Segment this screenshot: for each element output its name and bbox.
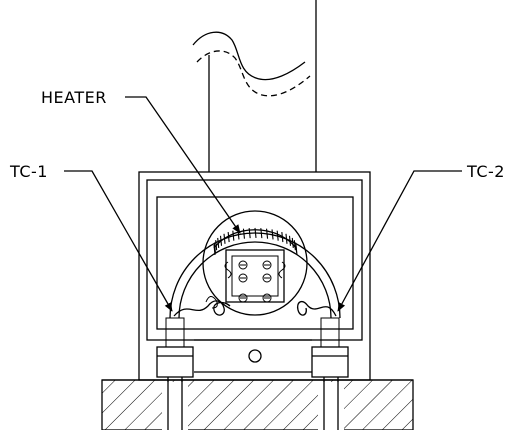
heater-coil-turn: [281, 232, 284, 243]
heater-coil-turn: [223, 233, 226, 244]
heater-coil-turn: [248, 228, 251, 239]
heater-coil-turn: [215, 240, 218, 251]
heater-coil-turn: [254, 227, 257, 239]
heater-coil-turn: [276, 230, 279, 241]
label-heater: HEATER: [41, 88, 107, 107]
heater-coil-turn: [291, 237, 294, 248]
heater-coil-turn: [227, 232, 230, 243]
heater-coil-turn: [266, 228, 269, 239]
heater-coil-turn: [242, 228, 245, 239]
thermocouple-wires: [173, 296, 337, 317]
heater-coil-turn: [288, 235, 292, 246]
center-body: [194, 339, 312, 373]
heater-coil-turn: [217, 237, 220, 248]
leader-tc2: [337, 170, 462, 312]
heater-coil-turn: [213, 242, 216, 253]
support-tube: [192, 0, 317, 172]
heater-coil-turn: [213, 244, 216, 256]
heater-coil-turn: [260, 228, 263, 239]
leader-tc1: [64, 170, 173, 312]
heater-coil-turn: [295, 244, 298, 256]
heater-coil-turn: [232, 230, 235, 241]
heater-coil-turn: [271, 229, 274, 240]
heater-coil-turn: [219, 235, 223, 246]
leader-heater: [125, 96, 241, 234]
heater-coil-turn: [285, 233, 288, 244]
label-tc2: TC-2: [466, 162, 505, 181]
heater-coil-turn: [293, 240, 296, 251]
thermocouple-arc: [169, 232, 341, 319]
hatched-base: [101, 379, 414, 430]
housing: [138, 171, 371, 381]
label-tc1: TC-1: [9, 162, 48, 181]
heater-assembly: [202, 210, 308, 316]
